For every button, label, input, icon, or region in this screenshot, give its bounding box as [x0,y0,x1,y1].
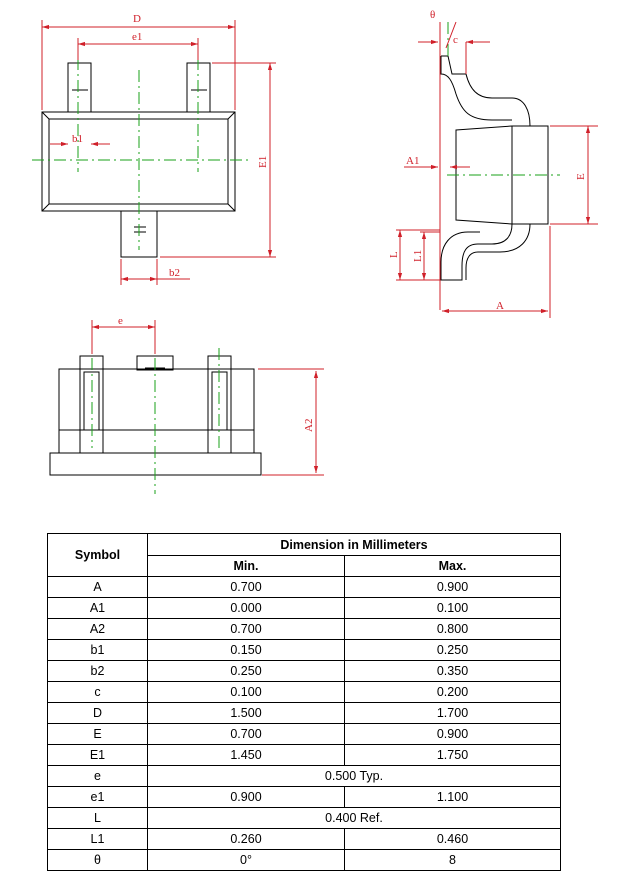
symbol-cell: D [47,702,148,724]
min-cell: 0.100 [147,681,345,703]
symbol-cell: A1 [47,597,148,619]
dim-label-b2: b2 [169,267,180,279]
max-cell: 0.200 [344,681,561,703]
top-view-dimensions [41,20,276,285]
front-view-labels: e A2 [118,315,315,432]
symbol-cell: L [47,807,148,829]
dim-label-A2: A2 [303,419,315,432]
dim-label-e: e [118,315,123,327]
dim-label-A1: A1 [406,155,419,167]
symbol-header: Symbol [47,533,148,577]
dim-label-E: E [575,173,587,180]
min-cell: 1.450 [147,744,345,766]
symbol-cell: e [47,765,148,787]
front-view-dimensions [91,320,324,476]
symbol-cell: A2 [47,618,148,640]
dim-label-b1: b1 [72,133,83,145]
min-header: Min. [147,555,345,577]
min-cell: 0.250 [147,660,345,682]
dimension-header: Dimension in Millimeters [147,533,561,556]
max-cell: 0.350 [344,660,561,682]
side-view-dimensions [396,21,598,318]
package-outline-drawing: D e1 b1 E1 b2 [32,9,598,494]
max-cell: 0.100 [344,597,561,619]
min-cell: 0.150 [147,639,345,661]
max-cell: 1.700 [344,702,561,724]
max-cell: 0.800 [344,618,561,640]
dim-label-c: c [453,34,458,46]
symbol-cell: A [47,576,148,598]
max-cell: 0.900 [344,576,561,598]
value-cell: 0.400 Ref. [147,807,561,829]
symbol-cell: E1 [47,744,148,766]
min-cell: 1.500 [147,702,345,724]
dimension-table: Symbol Dimension in Millimeters Min. Max… [47,533,561,871]
side-view-centerlines [447,22,560,176]
min-cell: 0.700 [147,723,345,745]
symbol-cell: e1 [47,786,148,808]
side-view [440,55,549,281]
dim-label-E1: E1 [257,156,269,168]
top-view-centerlines [32,58,248,250]
side-view-labels: θ c A1 E L L1 A [388,9,587,312]
min-cell: 0.700 [147,576,345,598]
max-cell: 1.750 [344,744,561,766]
dim-label-L: L [388,251,400,258]
max-cell: 8 [344,849,561,871]
top-view-labels: D e1 b1 E1 b2 [72,13,269,279]
dim-label-e1: e1 [132,31,142,43]
max-header: Max. [344,555,561,577]
dim-label-A: A [496,300,504,312]
dim-label-D: D [133,13,141,25]
min-cell: 0.000 [147,597,345,619]
symbol-cell: b2 [47,660,148,682]
max-cell: 1.100 [344,786,561,808]
min-cell: 0° [147,849,345,871]
max-cell: 0.250 [344,639,561,661]
max-cell: 0.900 [344,723,561,745]
dim-label-theta: θ [430,9,435,21]
symbol-cell: L1 [47,828,148,850]
dim-label-L1: L1 [412,250,424,262]
value-cell: 0.500 Typ. [147,765,561,787]
min-cell: 0.700 [147,618,345,640]
symbol-cell: E [47,723,148,745]
min-cell: 0.900 [147,786,345,808]
max-cell: 0.460 [344,828,561,850]
symbol-cell: θ [47,849,148,871]
front-view-centerlines [91,336,220,494]
symbol-cell: b1 [47,639,148,661]
min-cell: 0.260 [147,828,345,850]
symbol-cell: c [47,681,148,703]
